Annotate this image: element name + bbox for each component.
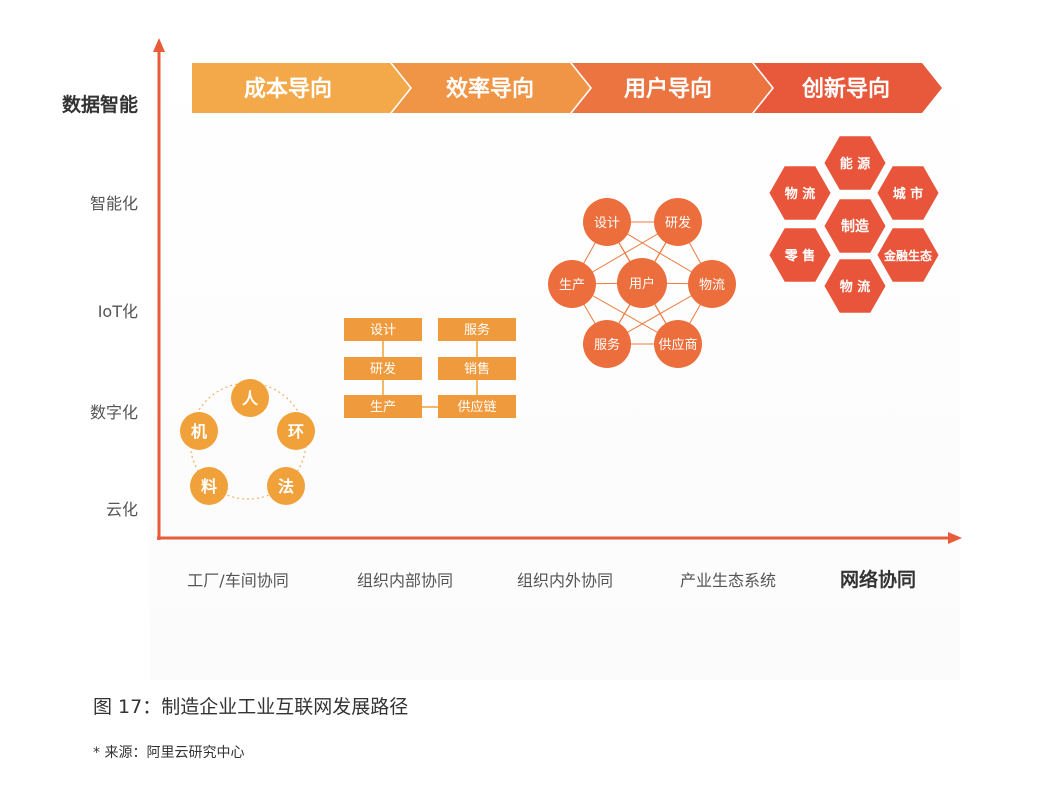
y-level-label: IoT化	[98, 302, 138, 321]
svg-text:销售: 销售	[464, 361, 490, 377]
svg-text:服务: 服务	[594, 337, 620, 353]
x-stage-label: 组织内部协同	[357, 571, 453, 590]
hex-label: 物 流	[840, 279, 871, 295]
banner-label: 创新导向	[801, 76, 890, 102]
hex-label: 制造	[841, 218, 869, 235]
banner-segment	[192, 63, 410, 113]
y-axis-title: 数据智能	[62, 93, 138, 116]
figure-caption: 图 17：制造企业工业互联网发展路径	[93, 696, 409, 718]
x-axis-arrow-icon	[948, 532, 962, 544]
hex-cell	[766, 225, 834, 285]
banner-segment	[754, 63, 942, 113]
network-node: 研发	[654, 198, 702, 246]
svg-text:供应商: 供应商	[658, 337, 697, 353]
stage2-columns: 设计 研发 生产 服务 销售 供应链	[344, 318, 516, 418]
process-box	[344, 395, 422, 418]
process-box	[438, 318, 516, 341]
hex-cell	[821, 133, 889, 193]
svg-text:人: 人	[242, 389, 259, 408]
banner-segment	[572, 63, 772, 113]
network-node: 供应商	[654, 320, 702, 368]
process-box	[438, 395, 516, 418]
hex-label: 零 售	[784, 248, 816, 264]
banner-label: 成本导向	[244, 76, 332, 102]
banner-label: 效率导向	[446, 76, 534, 102]
banner-segment	[392, 63, 590, 113]
stage4-hex-labels: 制造 能 源 城 市 金融生态 物 流 零 售 物 流	[784, 156, 932, 295]
network-node: 服务	[583, 320, 631, 368]
process-box	[438, 357, 516, 380]
network-node: 生产	[548, 260, 596, 308]
svg-text:设计: 设计	[594, 216, 620, 231]
hex-label: 城 市	[893, 186, 924, 202]
svg-text:研发: 研发	[370, 361, 396, 377]
hex-cell	[874, 225, 942, 285]
svg-text:机: 机	[191, 422, 207, 441]
y-axis-arrow-icon	[153, 38, 165, 52]
hex-label: 能 源	[840, 156, 871, 172]
svg-text:物流: 物流	[699, 278, 725, 293]
network-node: 物流	[688, 260, 736, 308]
process-box	[344, 318, 422, 341]
stage4-hex-cluster	[766, 133, 942, 316]
stage1-pentagon: 人 环 法 料 机	[180, 379, 315, 505]
orientation-banner: 成本导向 效率导向 用户导向 创新导向	[192, 63, 942, 113]
x-stage-label: 工厂/车间协同	[187, 571, 288, 590]
network-node: 用户	[617, 258, 667, 308]
pentagon-node: 环	[277, 412, 315, 450]
hex-cell	[821, 256, 889, 316]
network-node: 设计	[583, 198, 631, 246]
svg-text:环: 环	[288, 422, 304, 441]
hex-cell	[874, 163, 942, 223]
pentagon-node: 机	[180, 412, 218, 450]
pentagon-node: 法	[267, 467, 305, 505]
x-stage-label: 产业生态系统	[680, 571, 776, 590]
svg-text:生产: 生产	[559, 278, 585, 293]
svg-text:服务: 服务	[464, 322, 490, 338]
stage3-nodes: 用户 设计 研发 物流 供应商 服务 生产	[548, 198, 736, 368]
hex-cell-center	[821, 196, 889, 256]
svg-text:料: 料	[201, 477, 217, 496]
axes	[153, 38, 962, 544]
hex-cell	[766, 163, 834, 223]
y-level-label: 智能化	[90, 194, 138, 213]
svg-text:用户: 用户	[629, 276, 655, 292]
svg-text:研发: 研发	[665, 215, 691, 231]
x-stage-label: 组织内外协同	[517, 571, 613, 590]
y-level-label: 云化	[106, 500, 138, 519]
svg-text:法: 法	[278, 477, 294, 496]
source-note: * 来源：阿里云研究中心	[93, 745, 245, 761]
svg-text:设计: 设计	[370, 323, 396, 338]
process-box	[344, 357, 422, 380]
hex-label: 金融生态	[883, 248, 932, 263]
y-level-label: 数字化	[90, 403, 138, 422]
svg-text:供应链: 供应链	[457, 399, 496, 415]
pentagon-node: 人	[231, 379, 269, 417]
hex-label: 物 流	[785, 186, 816, 202]
svg-text:生产: 生产	[370, 400, 396, 415]
x-axis-title: 网络协同	[840, 568, 916, 591]
pentagon-node: 料	[190, 467, 228, 505]
banner-label: 用户导向	[624, 76, 712, 102]
background-panel	[150, 40, 960, 680]
